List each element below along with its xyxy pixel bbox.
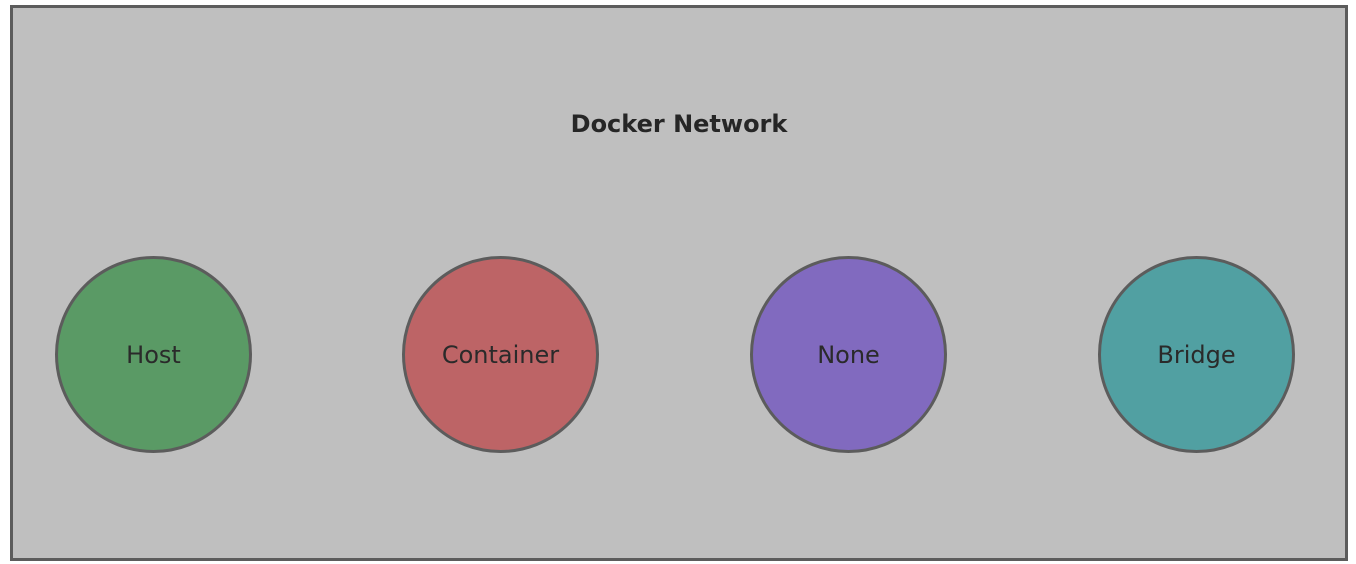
none-node: None: [750, 256, 947, 453]
container-node: Container: [402, 256, 599, 453]
host-node: Host: [55, 256, 252, 453]
diagram-title: Docker Network: [570, 110, 788, 138]
bridge-node: Bridge: [1098, 256, 1295, 453]
docker-network-frame: Docker Network Host Container None Bridg…: [10, 5, 1348, 561]
none-node-label: None: [817, 340, 880, 369]
container-node-label: Container: [441, 340, 560, 369]
host-node-label: Host: [126, 340, 181, 369]
bridge-node-label: Bridge: [1157, 340, 1236, 369]
